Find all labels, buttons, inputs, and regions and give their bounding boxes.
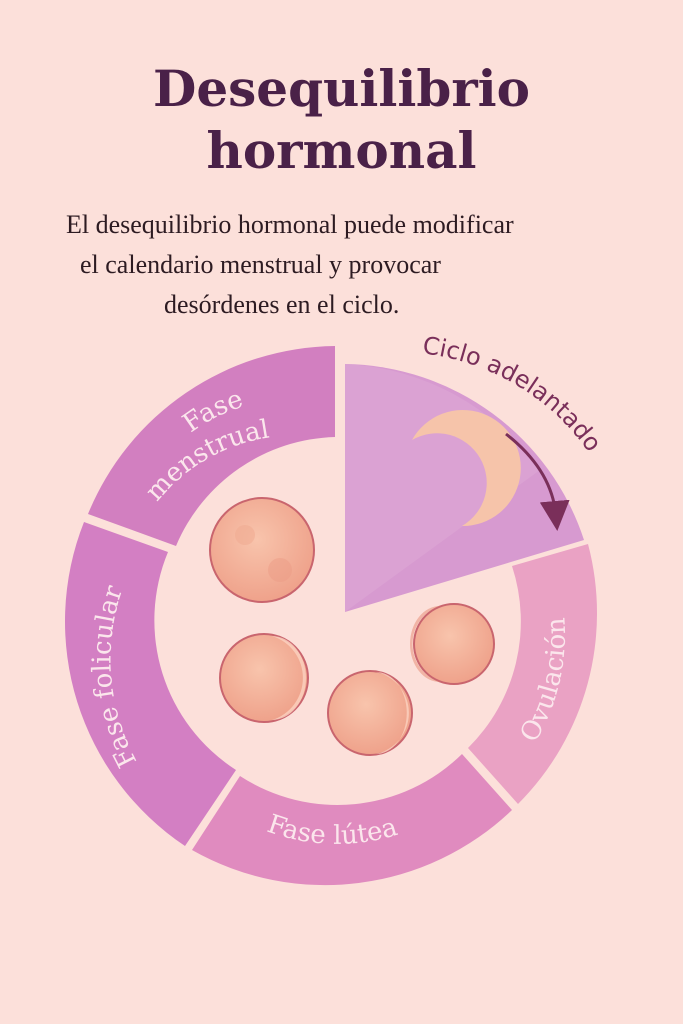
title-line-2: hormonal (206, 121, 477, 180)
segment-lutea (192, 754, 512, 886)
moon-icon (219, 633, 309, 723)
cycle-wheel: Fase menstrual Fase folicular Fase lútea… (64, 331, 607, 886)
segment-ovulacion (468, 544, 598, 804)
segment-menstrual (88, 346, 335, 546)
description: El desequilibrio hormonal puede modifica… (0, 205, 683, 325)
description-line-1: El desequilibrio hormonal puede modifica… (66, 210, 514, 239)
moon-icon (410, 603, 495, 685)
moon-icon (209, 497, 315, 603)
moon-icon (327, 670, 413, 756)
segment-folicular (64, 522, 237, 846)
description-line-3: desórdenes en el ciclo. (164, 290, 400, 319)
page-title: Desequilibrio hormonal (0, 58, 683, 182)
description-line-2: el calendario menstrual y provocar (80, 250, 441, 279)
arrow-icon (505, 432, 570, 531)
title-line-1: Desequilibrio (152, 59, 531, 118)
crescent-moon-icon (412, 410, 521, 527)
